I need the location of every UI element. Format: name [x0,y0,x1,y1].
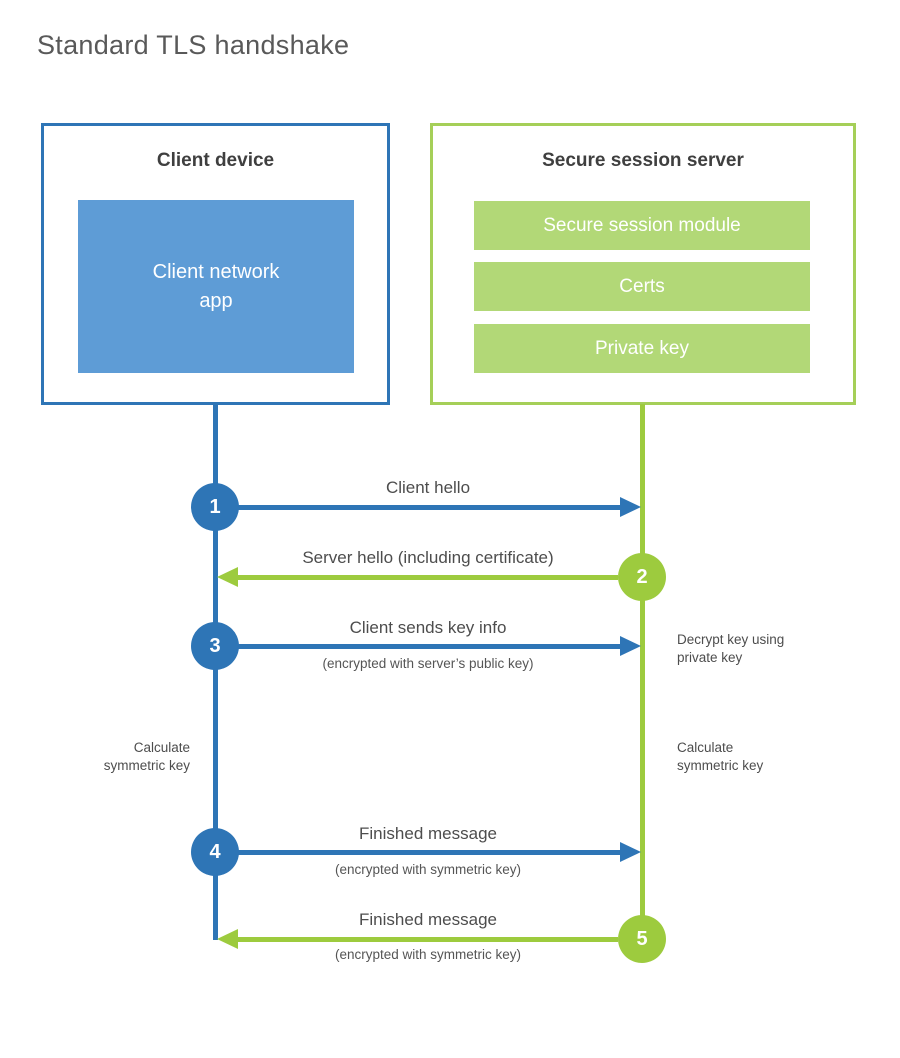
step-number-5: 5 [636,927,648,950]
server-module-certs: Certs [474,262,810,311]
client-lifeline [213,404,218,940]
arrow-client-key-info [237,644,620,649]
arrowhead-left-icon [217,929,238,949]
server-box-title: Secure session server [542,150,744,171]
step-marker-5: 5 [618,915,666,963]
sublabel-finished-client: (encrypted with symmetric key) [334,862,522,877]
note-decrypt-key: Decrypt key using private key [677,632,785,665]
step-marker-4: 4 [191,828,239,876]
label-finished-server: Finished message [359,910,497,929]
sublabel-client-key-info: (encrypted with server’s public key) [322,656,534,671]
server-module-secure-session: Secure session module [474,201,810,250]
step-marker-2: 2 [618,553,666,601]
note-calc-symmetric-key-client: Calculate symmetric key [103,740,190,773]
arrowhead-right-icon [620,842,641,862]
server-box: Secure session server Secure session mod… [430,123,856,405]
note-calc-symmetric-key-server: Calculate symmetric key [677,740,764,773]
arrow-client-hello [237,505,620,510]
arrow-finished-client [237,850,620,855]
sublabel-finished-server: (encrypted with symmetric key) [334,947,522,962]
client-device-box: Client device Client network app [41,123,390,405]
arrow-server-hello [238,575,618,580]
step-marker-1: 1 [191,483,239,531]
label-server-hello: Server hello (including certificate) [302,548,554,567]
client-network-app-block: Client network app [78,200,354,373]
step-number-1: 1 [209,495,221,518]
step-number-2: 2 [636,565,648,588]
server-module-private-key: Private key [474,324,810,373]
label-client-hello: Client hello [385,478,471,497]
label-client-key-info: Client sends key info [349,618,507,637]
step-number-4: 4 [209,840,221,863]
page-title: Standard TLS handshake [37,30,350,60]
server-lifeline [640,404,645,940]
arrowhead-left-icon [217,567,238,587]
arrow-finished-server [238,937,618,942]
arrowhead-right-icon [620,497,641,517]
step-marker-3: 3 [191,622,239,670]
label-finished-client: Finished message [359,824,497,843]
step-number-3: 3 [209,634,221,657]
arrowhead-right-icon [620,636,641,656]
client-box-title: Client device [156,150,275,171]
